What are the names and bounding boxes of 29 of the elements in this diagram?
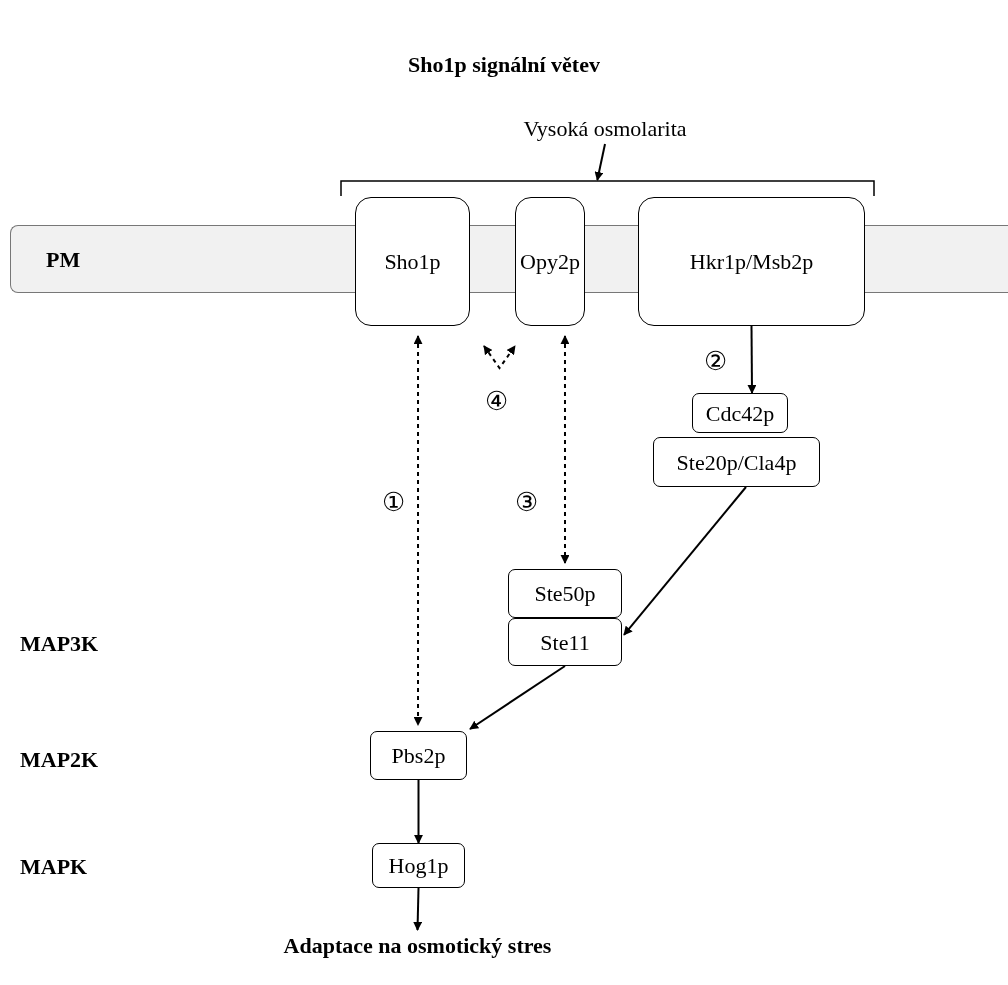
membrane-protein-box: Opy2p [515, 197, 585, 326]
arrow [469, 665, 566, 730]
membrane-protein-box: Hkr1p/Msb2p [638, 197, 865, 326]
protein-box: Ste11 [508, 618, 622, 666]
protein-box: Cdc42p [692, 393, 788, 433]
bracket [340, 180, 875, 196]
membrane-protein-box: Sho1p [355, 197, 470, 326]
protein-box: Ste50p [508, 569, 622, 618]
protein-box: Pbs2p [370, 731, 467, 780]
protein-box: Hog1p [372, 843, 465, 888]
arrow [413, 887, 423, 931]
step-number: ② [704, 345, 728, 378]
stimulus-text: Vysoká osmolarita [470, 112, 740, 144]
arrow [594, 143, 606, 181]
dashed-arrow [560, 335, 570, 564]
dashed-arrow [483, 345, 516, 370]
arrow [747, 325, 757, 394]
step-number: ③ [515, 486, 539, 519]
title: Sho1p signální větev [407, 51, 601, 79]
dashed-arrow [413, 335, 423, 726]
arrow [414, 779, 423, 844]
kinase-level-label: MAP3K [20, 630, 99, 658]
arrow [623, 486, 747, 636]
kinase-level-label: MAPK [20, 853, 88, 881]
kinase-level-label: MAP2K [20, 746, 99, 774]
outcome-text: Adaptace na osmotický stres [220, 930, 615, 960]
protein-box: Ste20p/Cla4p [653, 437, 820, 487]
step-number: ① [382, 486, 406, 519]
step-number: ④ [485, 385, 509, 418]
